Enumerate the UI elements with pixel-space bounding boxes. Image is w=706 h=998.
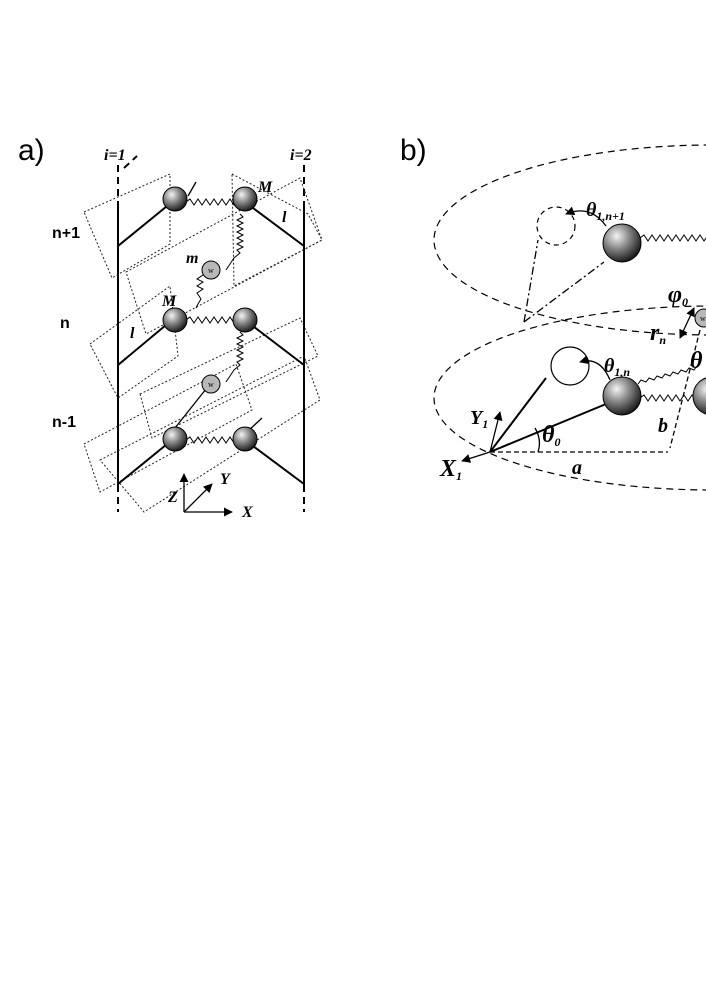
base-geometry: θ0 a b bbox=[490, 415, 668, 479]
row-label-n: n bbox=[60, 315, 70, 332]
mass-ball bbox=[602, 223, 642, 263]
mass-ball bbox=[232, 426, 258, 452]
local-axes: Y1 X1 bbox=[439, 407, 503, 483]
mass-ball bbox=[162, 426, 188, 452]
theta-lower-label: θ1,n bbox=[604, 355, 630, 379]
lower-level: θ1,n θ bbox=[489, 346, 706, 453]
row-label-n-minus-1: n-1 bbox=[52, 414, 76, 431]
theta-zero-label: θ0 bbox=[542, 422, 560, 449]
arms bbox=[117, 181, 305, 485]
mass-ball bbox=[232, 186, 258, 212]
column-1-label: i=1 bbox=[104, 147, 126, 164]
panel-b-label: b) bbox=[400, 134, 427, 167]
phi-zero-label: φ0 bbox=[668, 282, 688, 309]
mass-ball bbox=[232, 307, 258, 333]
arm-length-label: l bbox=[130, 325, 135, 342]
axis-y-label: Y bbox=[220, 471, 231, 488]
axis-x1-label: X1 bbox=[439, 456, 462, 483]
panel-a: a) i=1 i=2 n+1 n n-1 bbox=[18, 134, 323, 521]
mass-ball bbox=[162, 186, 188, 212]
previous-position-circle bbox=[536, 206, 576, 246]
row-label-n-plus-1: n+1 bbox=[52, 225, 80, 242]
rn-indicator: rn w bbox=[650, 307, 706, 449]
axis-z-label: Z bbox=[167, 489, 178, 506]
water-ball bbox=[201, 260, 221, 280]
distance-a-label: a bbox=[572, 457, 582, 479]
column-1-axis bbox=[117, 155, 138, 512]
water-ball bbox=[201, 374, 221, 394]
axis-x-label: X bbox=[241, 504, 253, 521]
water-label: w bbox=[208, 266, 214, 275]
upper-level: θ1,n+1 φ0 bbox=[523, 199, 706, 323]
previous-position-circle bbox=[550, 346, 590, 386]
lower-ellipse bbox=[433, 305, 706, 491]
panel-b: b) θ1,n+1 φ0 rn w bbox=[400, 134, 706, 491]
xyz-axes: Z Y X bbox=[167, 471, 253, 521]
mass-M-label: M bbox=[257, 179, 273, 196]
dotted-planes bbox=[83, 173, 323, 513]
water-springs bbox=[174, 213, 245, 429]
r-n-label: rn bbox=[650, 320, 666, 347]
distance-b-label: b bbox=[658, 415, 668, 437]
water-label: w bbox=[700, 314, 706, 323]
panel-a-label: a) bbox=[18, 134, 45, 167]
mass-ball bbox=[602, 376, 642, 416]
mass-m-label: m bbox=[186, 250, 198, 267]
theta-right-label: θ bbox=[690, 348, 703, 374]
water-label: w bbox=[208, 380, 214, 389]
mass-ball bbox=[692, 377, 706, 415]
mass-M-label: M bbox=[161, 293, 177, 310]
theta-upper-label: θ1,n+1 bbox=[586, 199, 625, 223]
water-ball bbox=[694, 308, 706, 328]
column-2-label: i=2 bbox=[290, 147, 312, 164]
arm-length-label: l bbox=[282, 209, 287, 226]
axis-y1-label: Y1 bbox=[470, 407, 488, 431]
mass-ball bbox=[162, 307, 188, 333]
